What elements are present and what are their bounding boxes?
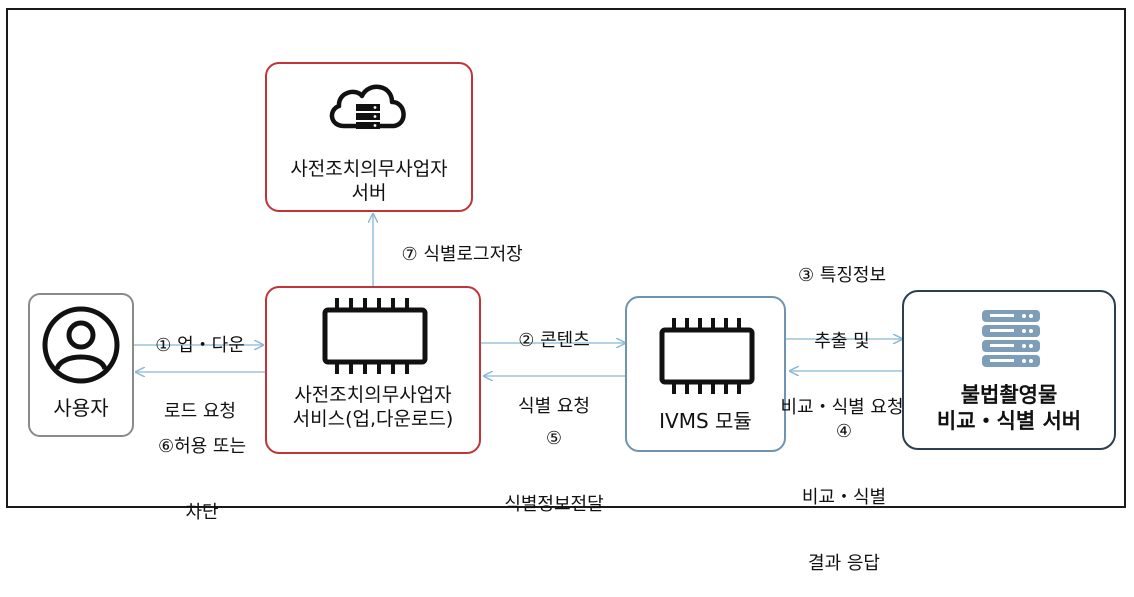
edge-label-identification-log-save: ⑦ 식별로그저장 xyxy=(401,244,523,265)
edge-number: ③ xyxy=(797,265,815,286)
ivms-node: IVMS 모듈 xyxy=(625,296,786,452)
user-label: 사용자 xyxy=(53,396,109,420)
edge-label-content-identify-request: ② 콘텐츠 식별 요청 xyxy=(518,330,590,417)
edge-number: ⑥ xyxy=(157,436,175,457)
compare-server-subtitle: 비교・식별 서버 xyxy=(936,409,1082,433)
edge-label-allow-or-block: ⑥허용 또는 차단 xyxy=(157,436,247,523)
edge-number: ① xyxy=(155,335,172,356)
chip-icon xyxy=(659,318,755,394)
user-node: 사용자 xyxy=(28,293,134,437)
diagram-frame xyxy=(6,8,1126,508)
service-node: 사전조치의무사업자 서비스(업,다운로드) xyxy=(265,286,481,454)
user-icon xyxy=(42,306,120,384)
edge-label-upload-download-request: ① 업・다운 로드 요청 xyxy=(155,335,245,422)
edge-number: ④ xyxy=(835,421,853,442)
cloud-server-title: 사전조치의무사업자 xyxy=(290,158,448,180)
edge-number: ② xyxy=(518,330,535,351)
cloud-server-node: 사전조치의무사업자 서버 xyxy=(265,62,473,212)
cloud-server-subtitle: 서버 xyxy=(351,182,387,204)
server-rack-icon xyxy=(982,310,1040,367)
edge-label-feature-extract-compare-request: ③ 특징정보 추출 및 비교・식별 요청 xyxy=(780,265,904,418)
ivms-label: IVMS 모듈 xyxy=(659,409,752,433)
service-subtitle: 서비스(업,다운로드) xyxy=(292,408,454,430)
edge-number: ⑦ xyxy=(401,244,418,265)
edge-number: ⑤ xyxy=(545,428,563,449)
connector-layer xyxy=(133,0,1134,515)
edge-label-compare-result-response: ④ 비교・식별 결과 응답 xyxy=(786,377,902,597)
chip-icon xyxy=(322,298,428,374)
service-title: 사전조치의무사업자 xyxy=(294,384,452,406)
compare-server-title: 불법촬영물 xyxy=(960,383,1058,407)
compare-server-node: 불법촬영물 비교・식별 서버 xyxy=(902,290,1116,450)
cloud-server-icon xyxy=(329,84,406,129)
edge-label-identification-info-delivery: ⑤ 식별정보전달 xyxy=(484,384,624,538)
